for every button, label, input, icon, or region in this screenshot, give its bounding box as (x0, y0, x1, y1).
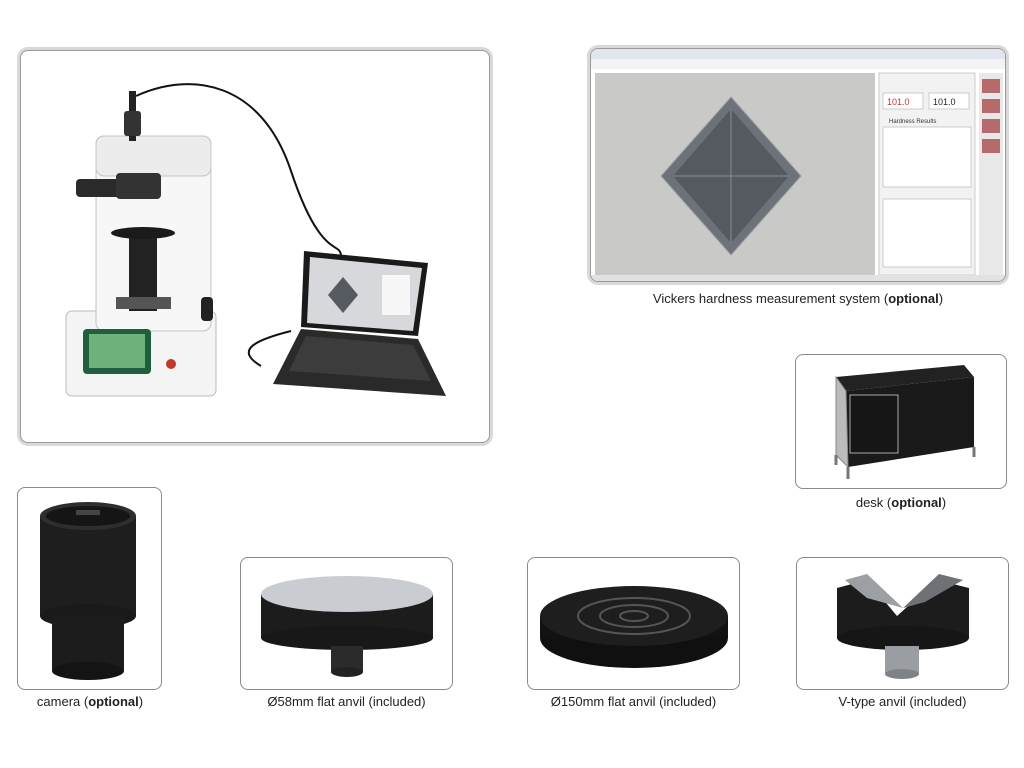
camera-illustration (40, 502, 136, 680)
anvil-58-photo (240, 557, 453, 690)
anvil-58-caption: Ø58mm flat anvil (included) (267, 694, 426, 709)
tester-illustration (65, 83, 446, 397)
vickers-caption-bold: optional (888, 291, 939, 306)
camera-caption: camera (optional) (0, 694, 180, 709)
desk-caption-bold: optional (891, 495, 942, 510)
anvil-150-caption: Ø150mm flat anvil (included) (550, 694, 717, 709)
software-screenshot: 101.0 101.0 Hardness Results (590, 48, 1006, 282)
desk-illustration (834, 365, 976, 479)
vickers-software-illustration: 101.0 101.0 Hardness Results (591, 49, 1005, 281)
desk-photo (795, 354, 1007, 489)
flat-anvil-58-illustration (261, 576, 433, 677)
camera-photo (17, 487, 162, 690)
camera-caption-bold: optional (88, 694, 139, 709)
desk-caption-end: ) (941, 495, 947, 510)
v-type-anvil-illustration (837, 574, 969, 679)
tester-laptop-photo (20, 50, 490, 443)
vickers-caption-text: Vickers hardness measurement system ( (652, 291, 889, 306)
readout-right: 101.0 (933, 97, 956, 107)
v-anvil-caption: V-type anvil (included) (838, 694, 967, 709)
flat-anvil-150-illustration (540, 586, 728, 668)
desk-caption: desk (optional) (795, 495, 1007, 510)
camera-caption-text: camera ( (36, 694, 89, 709)
camera-caption-end: ) (138, 694, 144, 709)
vickers-caption: Vickers hardness measurement system (opt… (590, 291, 1006, 306)
results-panel-title: Hardness Results (889, 119, 936, 125)
v-anvil-photo (796, 557, 1009, 690)
anvil-150-photo (527, 557, 740, 690)
readout-left: 101.0 (887, 97, 910, 107)
vickers-caption-end: ) (938, 291, 944, 306)
desk-caption-text: desk ( (855, 495, 892, 510)
